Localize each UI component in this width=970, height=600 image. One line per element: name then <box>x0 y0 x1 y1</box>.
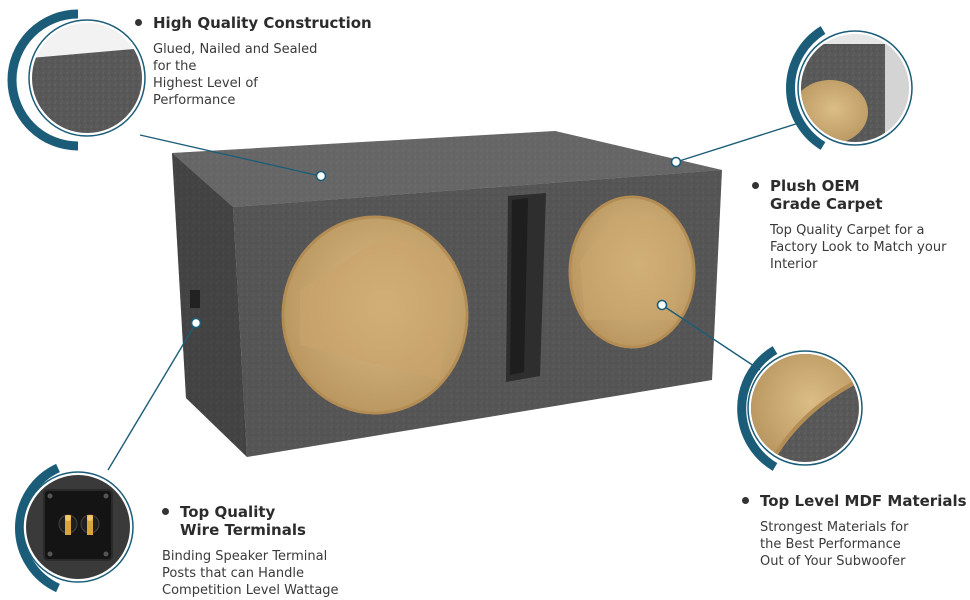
bullet-dot <box>752 182 759 189</box>
feature-description: Top Quality Carpet for a Factory Look to… <box>770 223 947 272</box>
bullet-dot <box>135 19 142 26</box>
subwoofer-box <box>172 131 722 457</box>
feature-mdf-materials: Top Level MDF Materials Strongest Materi… <box>742 492 967 570</box>
bullet-dot <box>162 508 169 515</box>
construction-detail-lens <box>7 9 146 151</box>
leader-lines <box>107 121 803 471</box>
feature-title-text: Plush OEM Grade Carpet <box>770 177 883 213</box>
feature-description: Glued, Nailed and Sealed for the Highest… <box>153 42 318 108</box>
carpet-detail-lens <box>786 26 913 150</box>
feature-title-text: Top Quality Wire Terminals <box>180 503 306 539</box>
feature-description: Strongest Materials for the Best Perform… <box>760 520 909 569</box>
feature-carpet: Plush OEM Grade Carpet Top Quality Carpe… <box>752 177 946 273</box>
feature-construction: High Quality Construction Glued, Nailed … <box>135 14 372 109</box>
box-side-face <box>172 153 247 457</box>
anchor-dots <box>190 156 682 329</box>
mdf-detail-lens <box>737 346 863 471</box>
feature-wire-terminals: Top Quality Wire Terminals Binding Speak… <box>162 503 339 599</box>
feature-title: Top Level MDF Materials <box>742 492 967 510</box>
feature-title-text: Top Level MDF Materials <box>760 492 967 510</box>
feature-title: Plush OEM Grade Carpet <box>752 177 946 213</box>
box-top-face <box>172 131 722 207</box>
terminal-detail-lens <box>15 463 134 593</box>
feature-title: High Quality Construction <box>135 14 372 32</box>
bullet-dot <box>742 497 749 504</box>
feature-title-text: High Quality Construction <box>153 14 372 32</box>
feature-description: Binding Speaker Terminal Posts that can … <box>162 549 339 598</box>
feature-title: Top Quality Wire Terminals <box>162 503 339 539</box>
